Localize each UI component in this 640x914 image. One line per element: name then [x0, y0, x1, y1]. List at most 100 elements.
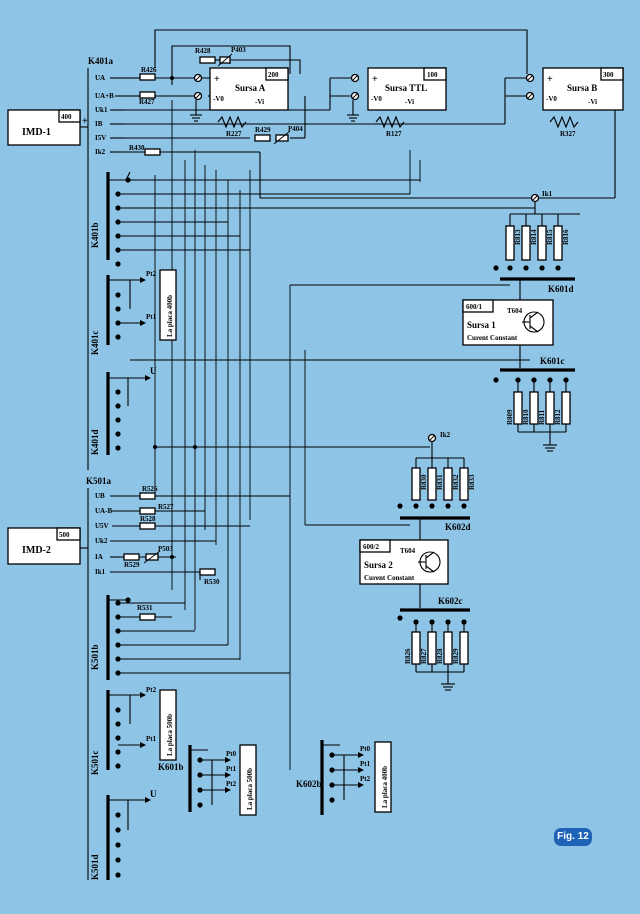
- potentiometer-p403: P403: [217, 46, 246, 67]
- svg-text:R828: R828: [436, 648, 444, 664]
- svg-text:300: 300: [603, 71, 614, 79]
- figure-label: Fig. 12: [554, 828, 592, 846]
- imd1-pin-5: Ik2: [95, 148, 106, 156]
- svg-text:Sursa B: Sursa B: [567, 83, 597, 93]
- svg-text:-Vi: -Vi: [405, 98, 414, 106]
- placa-400b-k602b: La placa 400b: [381, 766, 389, 808]
- k601d-label: K601d: [548, 284, 574, 294]
- potentiometer-p503: P503: [139, 545, 176, 564]
- top-bus-wires: [125, 29, 616, 199]
- resistor-r127: R127: [375, 115, 405, 138]
- imd1-pin-stubs: [110, 77, 125, 153]
- svg-text:Pt0: Pt0: [226, 750, 237, 758]
- imd2-module: 500 IMD-2: [7, 488, 89, 880]
- plus-sign-imd1: +: [82, 116, 88, 127]
- svg-text:R529: R529: [124, 561, 140, 569]
- imd1-label: IMD-1: [22, 127, 51, 138]
- sursa-b-module: 300 Sursa B + -V0 -Vi: [542, 67, 624, 111]
- svg-text:U: U: [150, 789, 157, 799]
- imd1-pin-4: I5V: [95, 134, 106, 142]
- resistor-r227: R227: [217, 115, 247, 138]
- k602b-label: K602b: [296, 779, 322, 789]
- switch-k501b: [106, 595, 156, 680]
- k401d-label: K401d: [90, 429, 100, 455]
- svg-text:R426: R426: [141, 66, 157, 74]
- svg-text:R815: R815: [546, 229, 554, 245]
- ik2-label: Ik2: [440, 431, 451, 439]
- svg-text:R814: R814: [530, 229, 538, 245]
- k501c-label: K501c: [90, 750, 100, 775]
- resistor-r428: R428: [195, 47, 216, 64]
- svg-text:P404: P404: [288, 125, 303, 133]
- svg-text:R832: R832: [452, 474, 460, 490]
- svg-text:Sursa 1: Sursa 1: [467, 320, 496, 330]
- svg-text:T604: T604: [507, 307, 523, 315]
- junction-dots: [153, 76, 197, 559]
- svg-text:R811: R811: [538, 409, 546, 425]
- potentiometer-p404: P404: [273, 125, 303, 145]
- k601c-label: K601c: [540, 356, 565, 366]
- ik2-bank: [397, 433, 470, 540]
- k601c-bank: [493, 345, 575, 452]
- pt2-k401c: Pt2: [146, 270, 157, 278]
- k401b-label: K401b: [90, 222, 100, 248]
- svg-text:200: 200: [268, 71, 279, 79]
- svg-text:R830: R830: [420, 474, 428, 490]
- svg-text:R327: R327: [560, 130, 576, 138]
- svg-text:R428: R428: [195, 47, 211, 55]
- placa-500b-k601b: La placa 500b: [246, 768, 254, 810]
- r531-label: R531: [137, 604, 153, 612]
- svg-text:-V0: -V0: [213, 95, 224, 103]
- svg-text:R127: R127: [386, 130, 402, 138]
- k602d-label: K602d: [445, 522, 471, 532]
- resistor-r429: R429: [254, 126, 271, 142]
- svg-text:R530: R530: [204, 578, 220, 586]
- switch-k401b: [106, 171, 131, 267]
- sursa-1-module: 600/1 T604 Sursa 1 Curent Constant: [462, 299, 554, 346]
- imd1-number: 400: [61, 113, 72, 121]
- resistor-r426: R426: [139, 66, 157, 81]
- switch-k601b: [188, 744, 257, 816]
- switch-fan-wires: [118, 150, 535, 674]
- resistor-r529: R529: [123, 553, 140, 569]
- k401a-label: K401a: [88, 56, 114, 66]
- switch-k602b: [320, 740, 392, 815]
- svg-text:R833: R833: [468, 474, 476, 490]
- sursa-ttl-module: 100 Sursa TTL + -V0 -Vi: [347, 67, 447, 122]
- svg-text:600/2: 600/2: [363, 543, 379, 551]
- svg-text:UB: UB: [95, 492, 105, 500]
- svg-text:Curent Constant: Curent Constant: [364, 574, 415, 582]
- svg-text:100: 100: [427, 71, 438, 79]
- k501d-label: K501d: [90, 854, 100, 880]
- svg-text:Curent Constant: Curent Constant: [467, 334, 518, 342]
- switch-k401d: [106, 372, 151, 455]
- svg-text:Sursa A: Sursa A: [235, 83, 266, 93]
- svg-text:Pt1: Pt1: [226, 765, 237, 773]
- svg-text:UA-B: UA-B: [95, 507, 112, 515]
- svg-text:R527: R527: [158, 503, 174, 511]
- imd1-module: 400 IMD-1: [7, 68, 89, 470]
- u-k401d: U: [150, 366, 157, 376]
- imd1-pin-2: Uk1: [95, 106, 108, 114]
- svg-text:R528: R528: [140, 515, 156, 523]
- svg-text:R829: R829: [452, 648, 460, 664]
- svg-text:+: +: [372, 74, 378, 85]
- svg-text:R429: R429: [255, 126, 271, 134]
- imd1-pin-3: IB: [95, 120, 103, 128]
- svg-text:Sursa 2: Sursa 2: [364, 560, 393, 570]
- switch-k501c: [106, 689, 177, 770]
- svg-text:T604: T604: [400, 547, 416, 555]
- k501a-label: K501a: [86, 476, 112, 486]
- svg-text:Pt1: Pt1: [146, 735, 157, 743]
- imd2-pin-labels: UB UA-B U5V Uk2 IA Ik1: [95, 492, 112, 576]
- k602c-label: K602c: [438, 596, 463, 606]
- k601b-label: K601b: [158, 762, 184, 772]
- resistor-r427: R427: [139, 91, 156, 106]
- svg-text:R810: R810: [522, 409, 530, 425]
- sursa-a-module: 200 Sursa A + -V0 -Vi: [190, 67, 289, 122]
- svg-text:P503: P503: [158, 545, 173, 553]
- svg-text:R812: R812: [554, 409, 562, 425]
- svg-text:-Vi: -Vi: [255, 98, 264, 106]
- svg-text:IA: IA: [95, 553, 103, 561]
